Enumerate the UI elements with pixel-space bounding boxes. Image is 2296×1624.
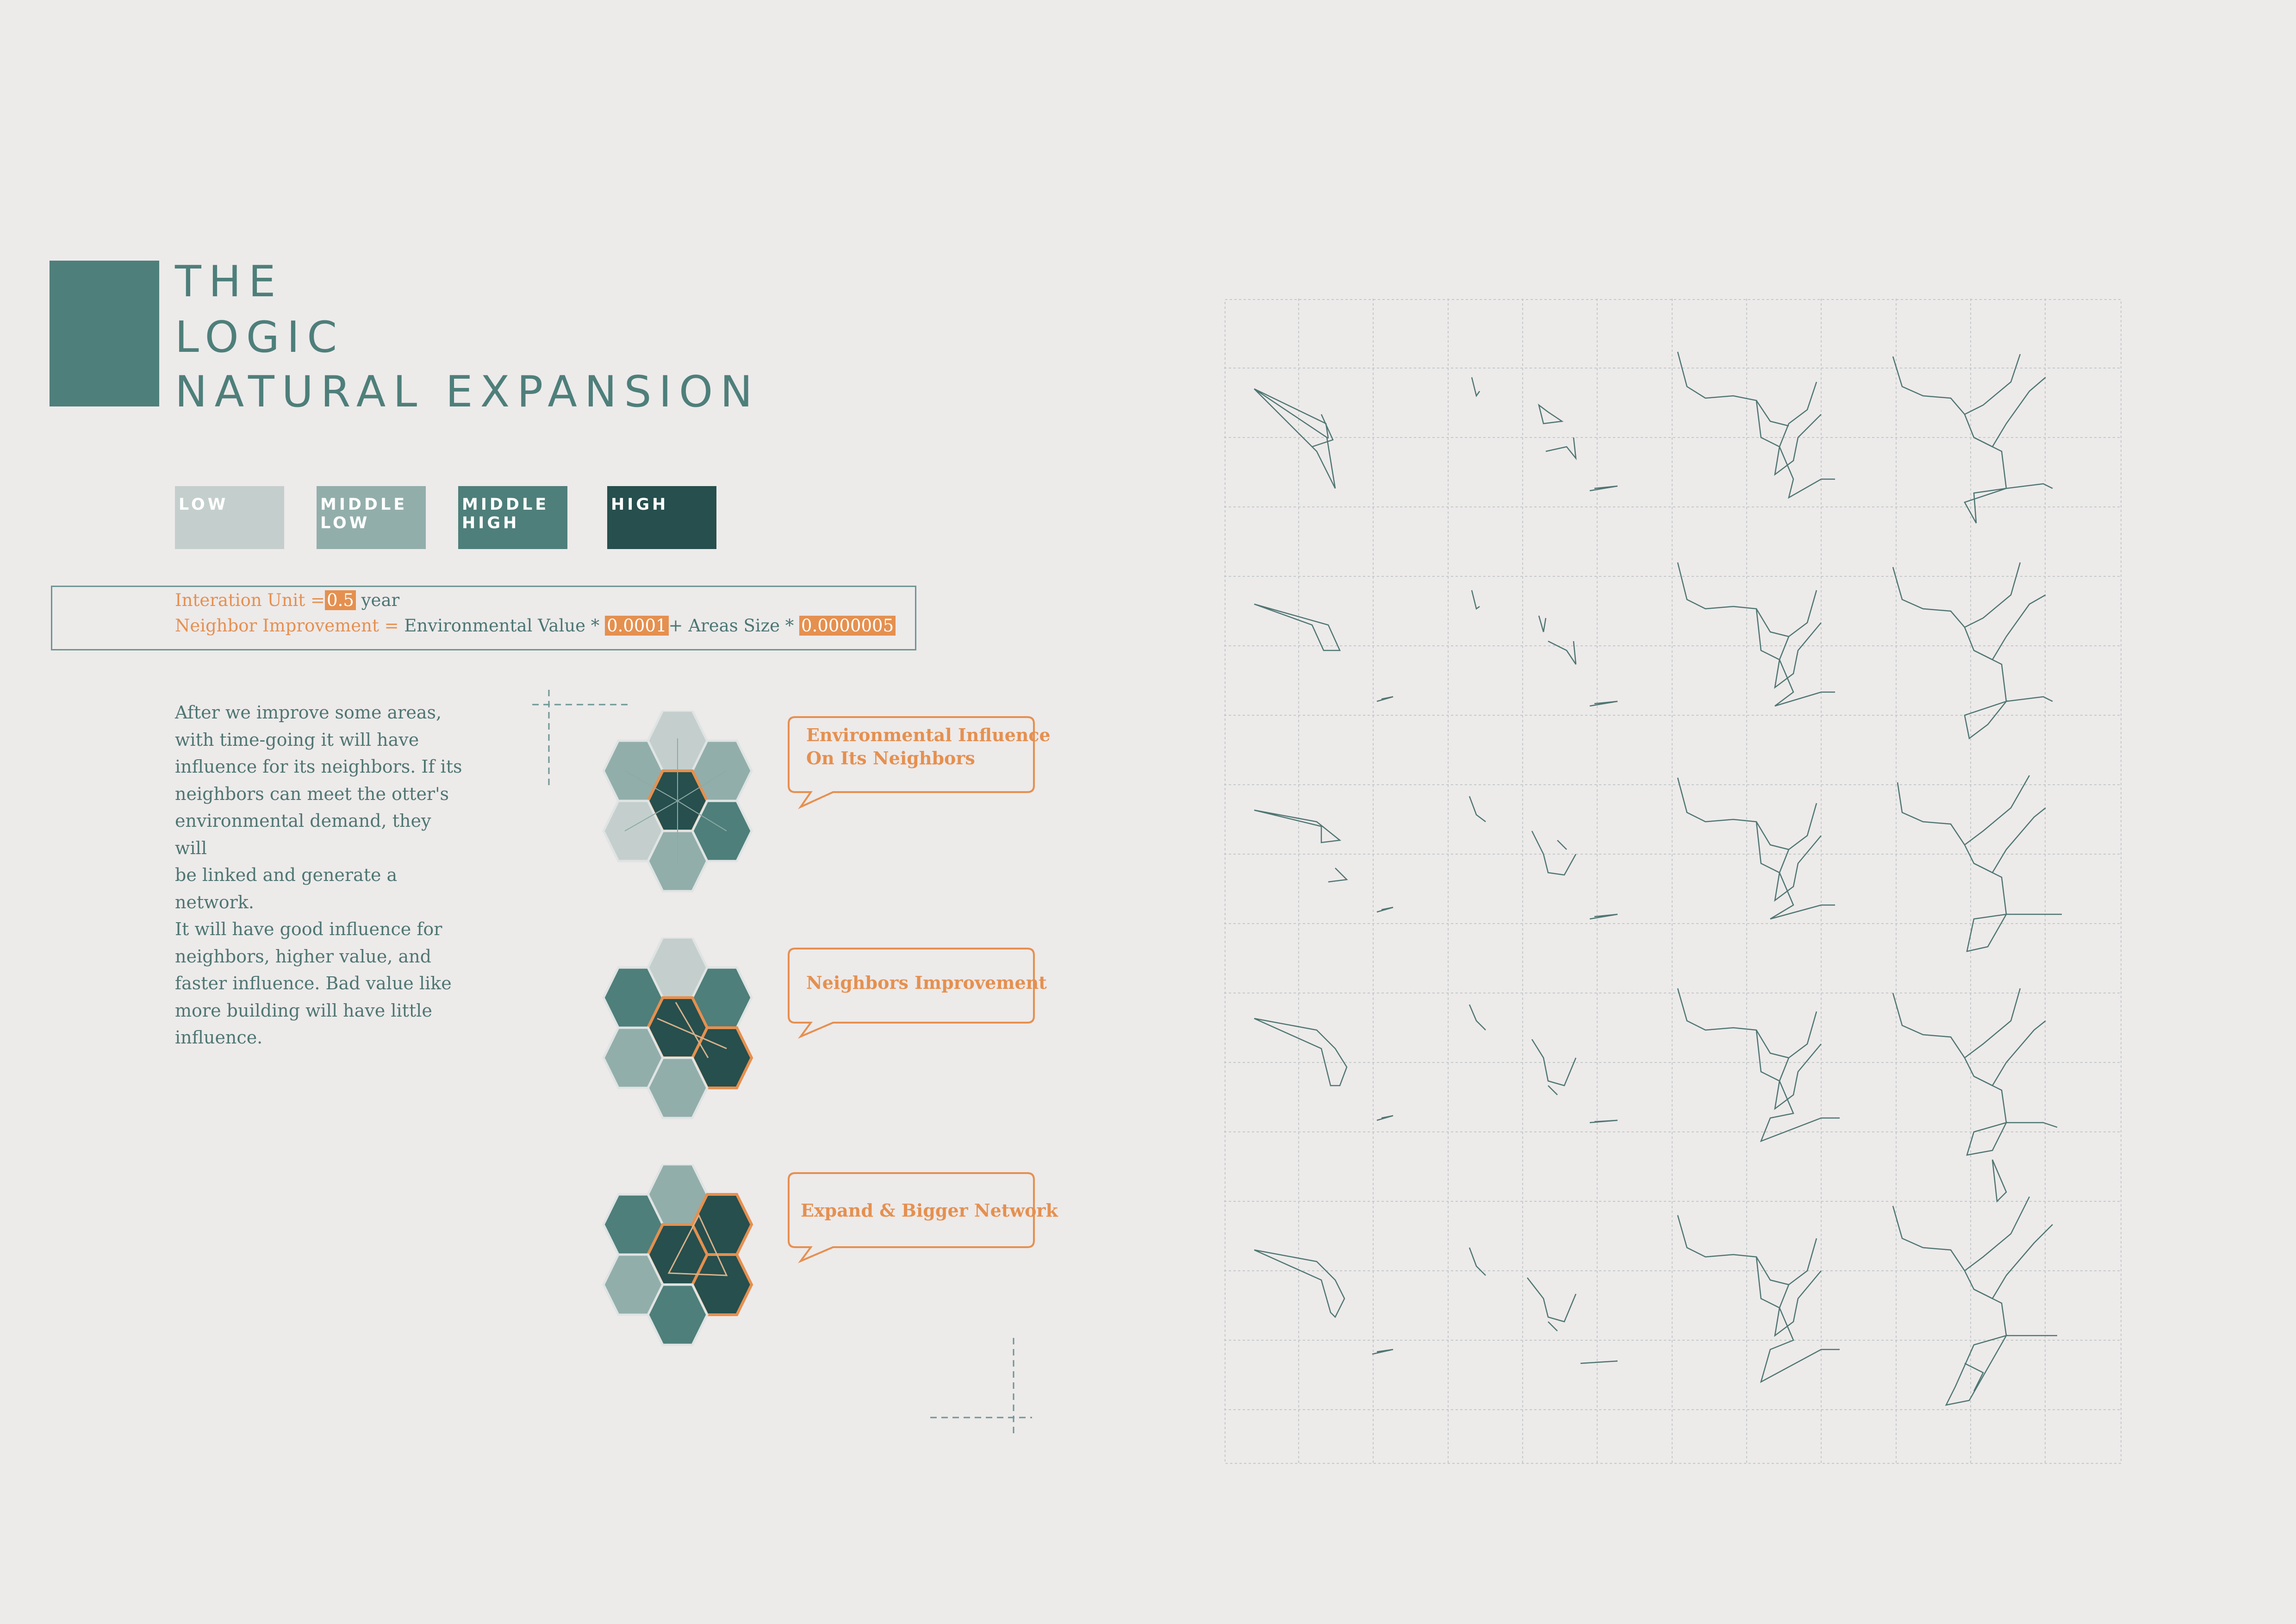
sim-col-4 <box>1892 1159 2057 1406</box>
sim-col-1 <box>1254 388 1336 489</box>
description-text: After we improve some areas, with time-g… <box>175 702 462 1048</box>
sim-col-2 <box>1468 1247 1618 1364</box>
hex-cluster-2 <box>602 937 753 1119</box>
bubble-3 <box>788 1172 1035 1263</box>
sim-col-1 <box>1254 809 1394 913</box>
title-line-3: NATURAL EXPANSION <box>175 367 760 417</box>
sim-col-4 <box>1892 988 2058 1156</box>
neighbor-equals: = <box>384 616 399 636</box>
neighbor-label: Neighbor Improvement <box>175 616 379 636</box>
legend-high: HIGH <box>607 486 716 549</box>
formula-neighbor-line: Neighbor Improvement = Environmental Val… <box>175 616 896 636</box>
network-triangle <box>667 1213 728 1276</box>
env-coef: 0.0001 <box>605 616 669 636</box>
iteration-equals: = <box>311 590 325 610</box>
bubble-1-label: Environmental Influence On Its Neighbors <box>806 725 1051 768</box>
bubble-1 <box>788 716 1035 809</box>
sim-row-5 <box>1254 1159 2057 1406</box>
formula-box <box>51 586 916 650</box>
hex-cell <box>647 1283 709 1346</box>
legend-middle-high-label: MIDDLE HIGH <box>462 495 549 532</box>
iteration-value: 0.5 <box>325 590 356 610</box>
hex-cluster-3 <box>602 1164 753 1346</box>
simulation-grid <box>1224 299 2122 1465</box>
sim-col-1 <box>1254 603 1394 702</box>
hex-cell <box>647 1056 709 1119</box>
sim-row-2 <box>1254 562 2053 740</box>
legend-low-label: LOW <box>179 495 229 514</box>
sim-row-3 <box>1254 775 2062 952</box>
legend-high-label: HIGH <box>611 495 669 514</box>
iteration-label: Interation Unit <box>175 590 305 610</box>
hex-cluster-3-cells <box>602 1164 753 1346</box>
formula-plus: + <box>668 616 683 636</box>
sim-row-4 <box>1254 988 2058 1156</box>
grid-lines <box>1224 299 2122 1465</box>
title-line-2: LOGIC <box>175 312 345 362</box>
sim-col-3 <box>1677 1215 1840 1383</box>
title-block <box>50 261 159 406</box>
formula-iteration-line: Interation Unit =0.5 year <box>175 590 400 610</box>
sim-col-4 <box>1892 562 2053 740</box>
iteration-unit: year <box>361 590 400 610</box>
hex-cluster-1 <box>602 711 753 893</box>
sim-col-3 <box>1677 988 1840 1143</box>
influence-arrows <box>624 738 727 863</box>
legend-middle-low: MIDDLE LOW <box>317 486 426 549</box>
sim-col-3 <box>1677 777 1835 920</box>
crop-mark-bottom-right <box>930 1338 1032 1435</box>
sim-col-2 <box>1471 377 1618 492</box>
sim-col-3 <box>1677 351 1835 499</box>
sim-col-2 <box>1468 1004 1618 1124</box>
title-line-1: THE <box>175 256 283 306</box>
bubble-2-label: Neighbors Improvement <box>806 972 1047 993</box>
sim-col-1 <box>1254 1249 1394 1355</box>
link-lines <box>657 1002 727 1058</box>
crop-mark-top-left <box>532 690 629 787</box>
area-text: Areas Size * <box>688 616 794 636</box>
area-coef: 0.0000005 <box>799 616 896 636</box>
bubble-2 <box>788 948 1035 1039</box>
legend-middle-high: MIDDLE HIGH <box>458 486 567 549</box>
sim-col-2 <box>1468 796 1618 920</box>
sim-row-1 <box>1254 351 2053 524</box>
sim-col-3 <box>1677 562 1835 707</box>
bubble-3-label: Expand & Bigger Network <box>801 1200 1058 1221</box>
sim-col-2 <box>1471 590 1618 707</box>
legend-low: LOW <box>175 486 284 549</box>
sim-col-1 <box>1254 1018 1394 1121</box>
env-value-text: Environmental Value * <box>404 616 600 636</box>
legend-middle-low-label: MIDDLE LOW <box>320 495 408 532</box>
sim-col-4 <box>1897 775 2062 952</box>
sim-col-4 <box>1892 354 2053 524</box>
